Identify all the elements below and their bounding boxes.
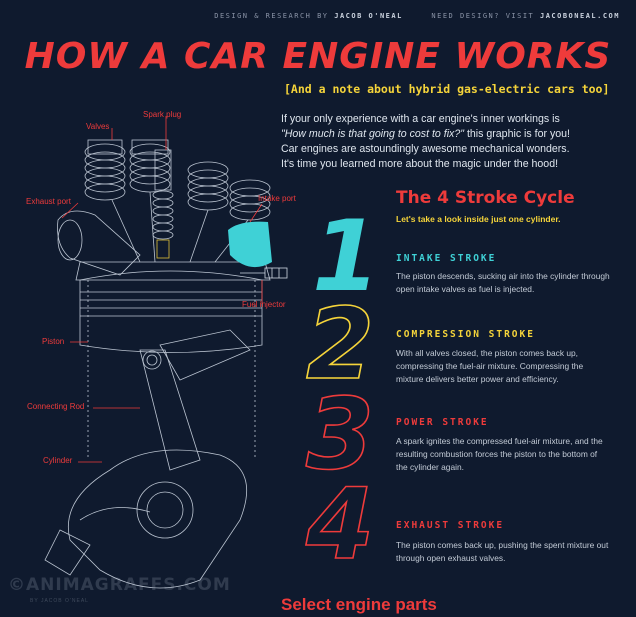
intro-line-2: "How much is that going to cost to fix?"… [281, 127, 611, 142]
compression-stroke-heading[interactable]: COMPRESSION STROKE [396, 329, 535, 340]
intro-line-2-rest: this graphic is for you! [464, 128, 570, 140]
page-subtitle: [And a note about hybrid gas-electric ca… [284, 82, 610, 96]
numeral-1[interactable]: 1 [312, 200, 380, 314]
intro-question: "How much is that going to cost to fix?" [281, 128, 464, 140]
credit-site-link[interactable]: JACOBONEAL.COM [539, 12, 620, 20]
numeral-3[interactable]: 3 [305, 377, 375, 493]
watermark-byline: BY JACOB O'NEAL [30, 598, 89, 604]
piston-drawing [79, 270, 263, 370]
part-label-intake-port[interactable]: Intake port [258, 194, 296, 203]
watermark: ©ANIMAGRAFFS.COM [8, 575, 231, 595]
credit-site-prefix: NEED DESIGN? VISIT [431, 12, 540, 20]
exhaust-stroke-desc: The piston comes back up, pushing the sp… [396, 540, 609, 563]
intake-port-drawing [228, 221, 272, 268]
numeral-4[interactable]: 4 [304, 467, 375, 583]
intro-line-4: It's time you learned more about the mag… [281, 158, 559, 170]
power-stroke-heading[interactable]: POWER STROKE [396, 417, 489, 428]
part-label-piston[interactable]: Piston [42, 337, 65, 346]
intake-stroke-heading[interactable]: INTAKE STROKE [396, 253, 497, 264]
page-title: How a Car Engine Works [24, 36, 612, 77]
crankshaft-drawing [44, 449, 247, 589]
credit-designer-prefix: DESIGN & RESEARCH BY [214, 12, 335, 20]
credit-designer-name[interactable]: JACOB O'NEAL [334, 12, 403, 20]
part-label-exhaust-port[interactable]: Exhaust port [26, 197, 71, 206]
numeral-2[interactable]: 2 [305, 287, 375, 403]
cycle-subtitle: Let's take a look inside just one cylind… [396, 214, 561, 224]
intro-line-1: If your only experience with a car engin… [281, 113, 560, 125]
part-label-cylinder[interactable]: Cylinder [43, 456, 73, 465]
part-label-connecting-rod[interactable]: Connecting Rod [27, 402, 85, 411]
fuel-injector-drawing [240, 267, 288, 279]
compression-stroke-desc: With all valves closed, the piston comes… [396, 348, 584, 384]
credits: DESIGN & RESEARCH BY JACOB O'NEAL NEED D… [214, 12, 620, 20]
exhaust-stroke-heading[interactable]: EXHAUST STROKE [396, 520, 505, 531]
valve-springs-right [187, 161, 271, 221]
intro-text: If your only experience with a car engin… [281, 112, 611, 172]
connecting-rod-drawing [139, 329, 251, 471]
spark-plug-drawing [152, 149, 174, 259]
intro-line-3: Car engines are astoundingly awesome mec… [281, 143, 570, 155]
select-engine-parts-heading[interactable]: Select engine parts [281, 595, 437, 614]
power-stroke-desc: A spark ignites the compressed fuel-air … [396, 436, 603, 472]
part-label-fuel-injector[interactable]: Fuel injector [242, 300, 286, 309]
intake-stroke-desc: The piston descends, sucking air into th… [396, 271, 610, 294]
cycle-title: The 4 Stroke Cycle [396, 188, 575, 208]
part-label-spark-plug[interactable]: Spark plug [143, 110, 182, 119]
part-label-valves[interactable]: Valves [86, 122, 110, 131]
